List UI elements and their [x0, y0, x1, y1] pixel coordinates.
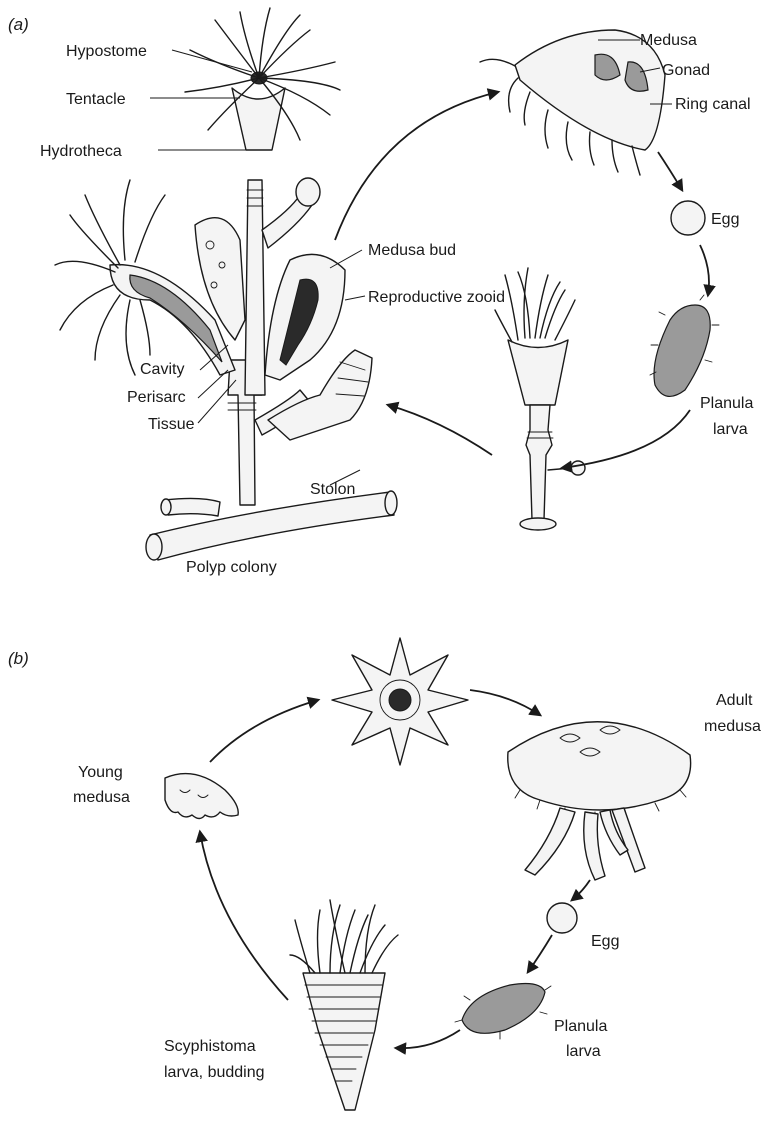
label-hydrotheca: Hydrotheca: [40, 143, 122, 160]
arrow-planula-to-polyp: [562, 410, 690, 468]
panel-b-label: (b): [8, 649, 29, 668]
arrow-ephyra-to-adult: [470, 690, 540, 715]
label-scyphistoma-line2: larva, budding: [164, 1064, 265, 1081]
arrow-planula-to-scyphistoma: [396, 1030, 460, 1048]
label-planula-a-line2: larva: [713, 421, 748, 438]
label-stolon: Stolon: [310, 481, 355, 498]
label-polyp-colony: Polyp colony: [186, 559, 277, 576]
arrow-adult-to-egg: [572, 880, 590, 900]
label-planula-b-line1: Planula: [554, 1018, 607, 1035]
planula-illustration-b: [455, 984, 551, 1039]
arrow-polyp-to-colony: [388, 405, 492, 455]
label-scyphistoma-line1: Scyphistoma: [164, 1038, 256, 1055]
panel-a-label: (a): [8, 15, 29, 34]
adult-medusa-illustration: [508, 722, 691, 880]
arrow-polyp-to-medusa: [335, 92, 498, 240]
label-medusa-a: Medusa: [640, 32, 697, 49]
label-tissue: Tissue: [148, 416, 195, 433]
polyp-illustration: [495, 268, 585, 530]
egg-illustration-b: [547, 903, 577, 933]
label-young-medusa-line2: medusa: [73, 789, 130, 806]
label-adult-medusa-line2: medusa: [704, 718, 761, 735]
medusa-illustration: [480, 30, 665, 175]
panel-a: (a): [8, 8, 753, 576]
label-adult-medusa-line1: Adult: [716, 692, 753, 709]
arrow-medusa-to-egg: [658, 152, 682, 190]
label-planula-a-line1: Planula: [700, 395, 753, 412]
scyphistoma-illustration: [290, 900, 398, 1110]
label-egg-a: Egg: [711, 211, 739, 228]
arrow-scyphistoma-to-young: [200, 832, 288, 1000]
arrow-egg-to-planula: [700, 245, 709, 295]
label-tentacle: Tentacle: [66, 91, 126, 108]
label-hypostome: Hypostome: [66, 43, 147, 60]
label-gonad: Gonad: [662, 62, 710, 79]
young-medusa-illustration: [165, 774, 238, 819]
ephyra-illustration: [332, 638, 468, 765]
label-reproductive-zooid: Reproductive zooid: [368, 289, 505, 306]
label-perisarc: Perisarc: [127, 389, 186, 406]
label-ring-canal: Ring canal: [675, 96, 751, 113]
label-planula-b-line2: larva: [566, 1043, 601, 1060]
label-young-medusa-line1: Young: [78, 764, 123, 781]
panel-b: (b): [8, 638, 761, 1110]
label-egg-b: Egg: [591, 933, 619, 950]
label-medusa-bud: Medusa bud: [368, 242, 456, 259]
label-cavity: Cavity: [140, 361, 184, 378]
arrow-egg-to-planula-b: [528, 935, 552, 972]
planula-illustration-a: [650, 295, 719, 396]
egg-illustration-a: [671, 201, 705, 235]
arrow-young-to-ephyra: [210, 700, 318, 762]
